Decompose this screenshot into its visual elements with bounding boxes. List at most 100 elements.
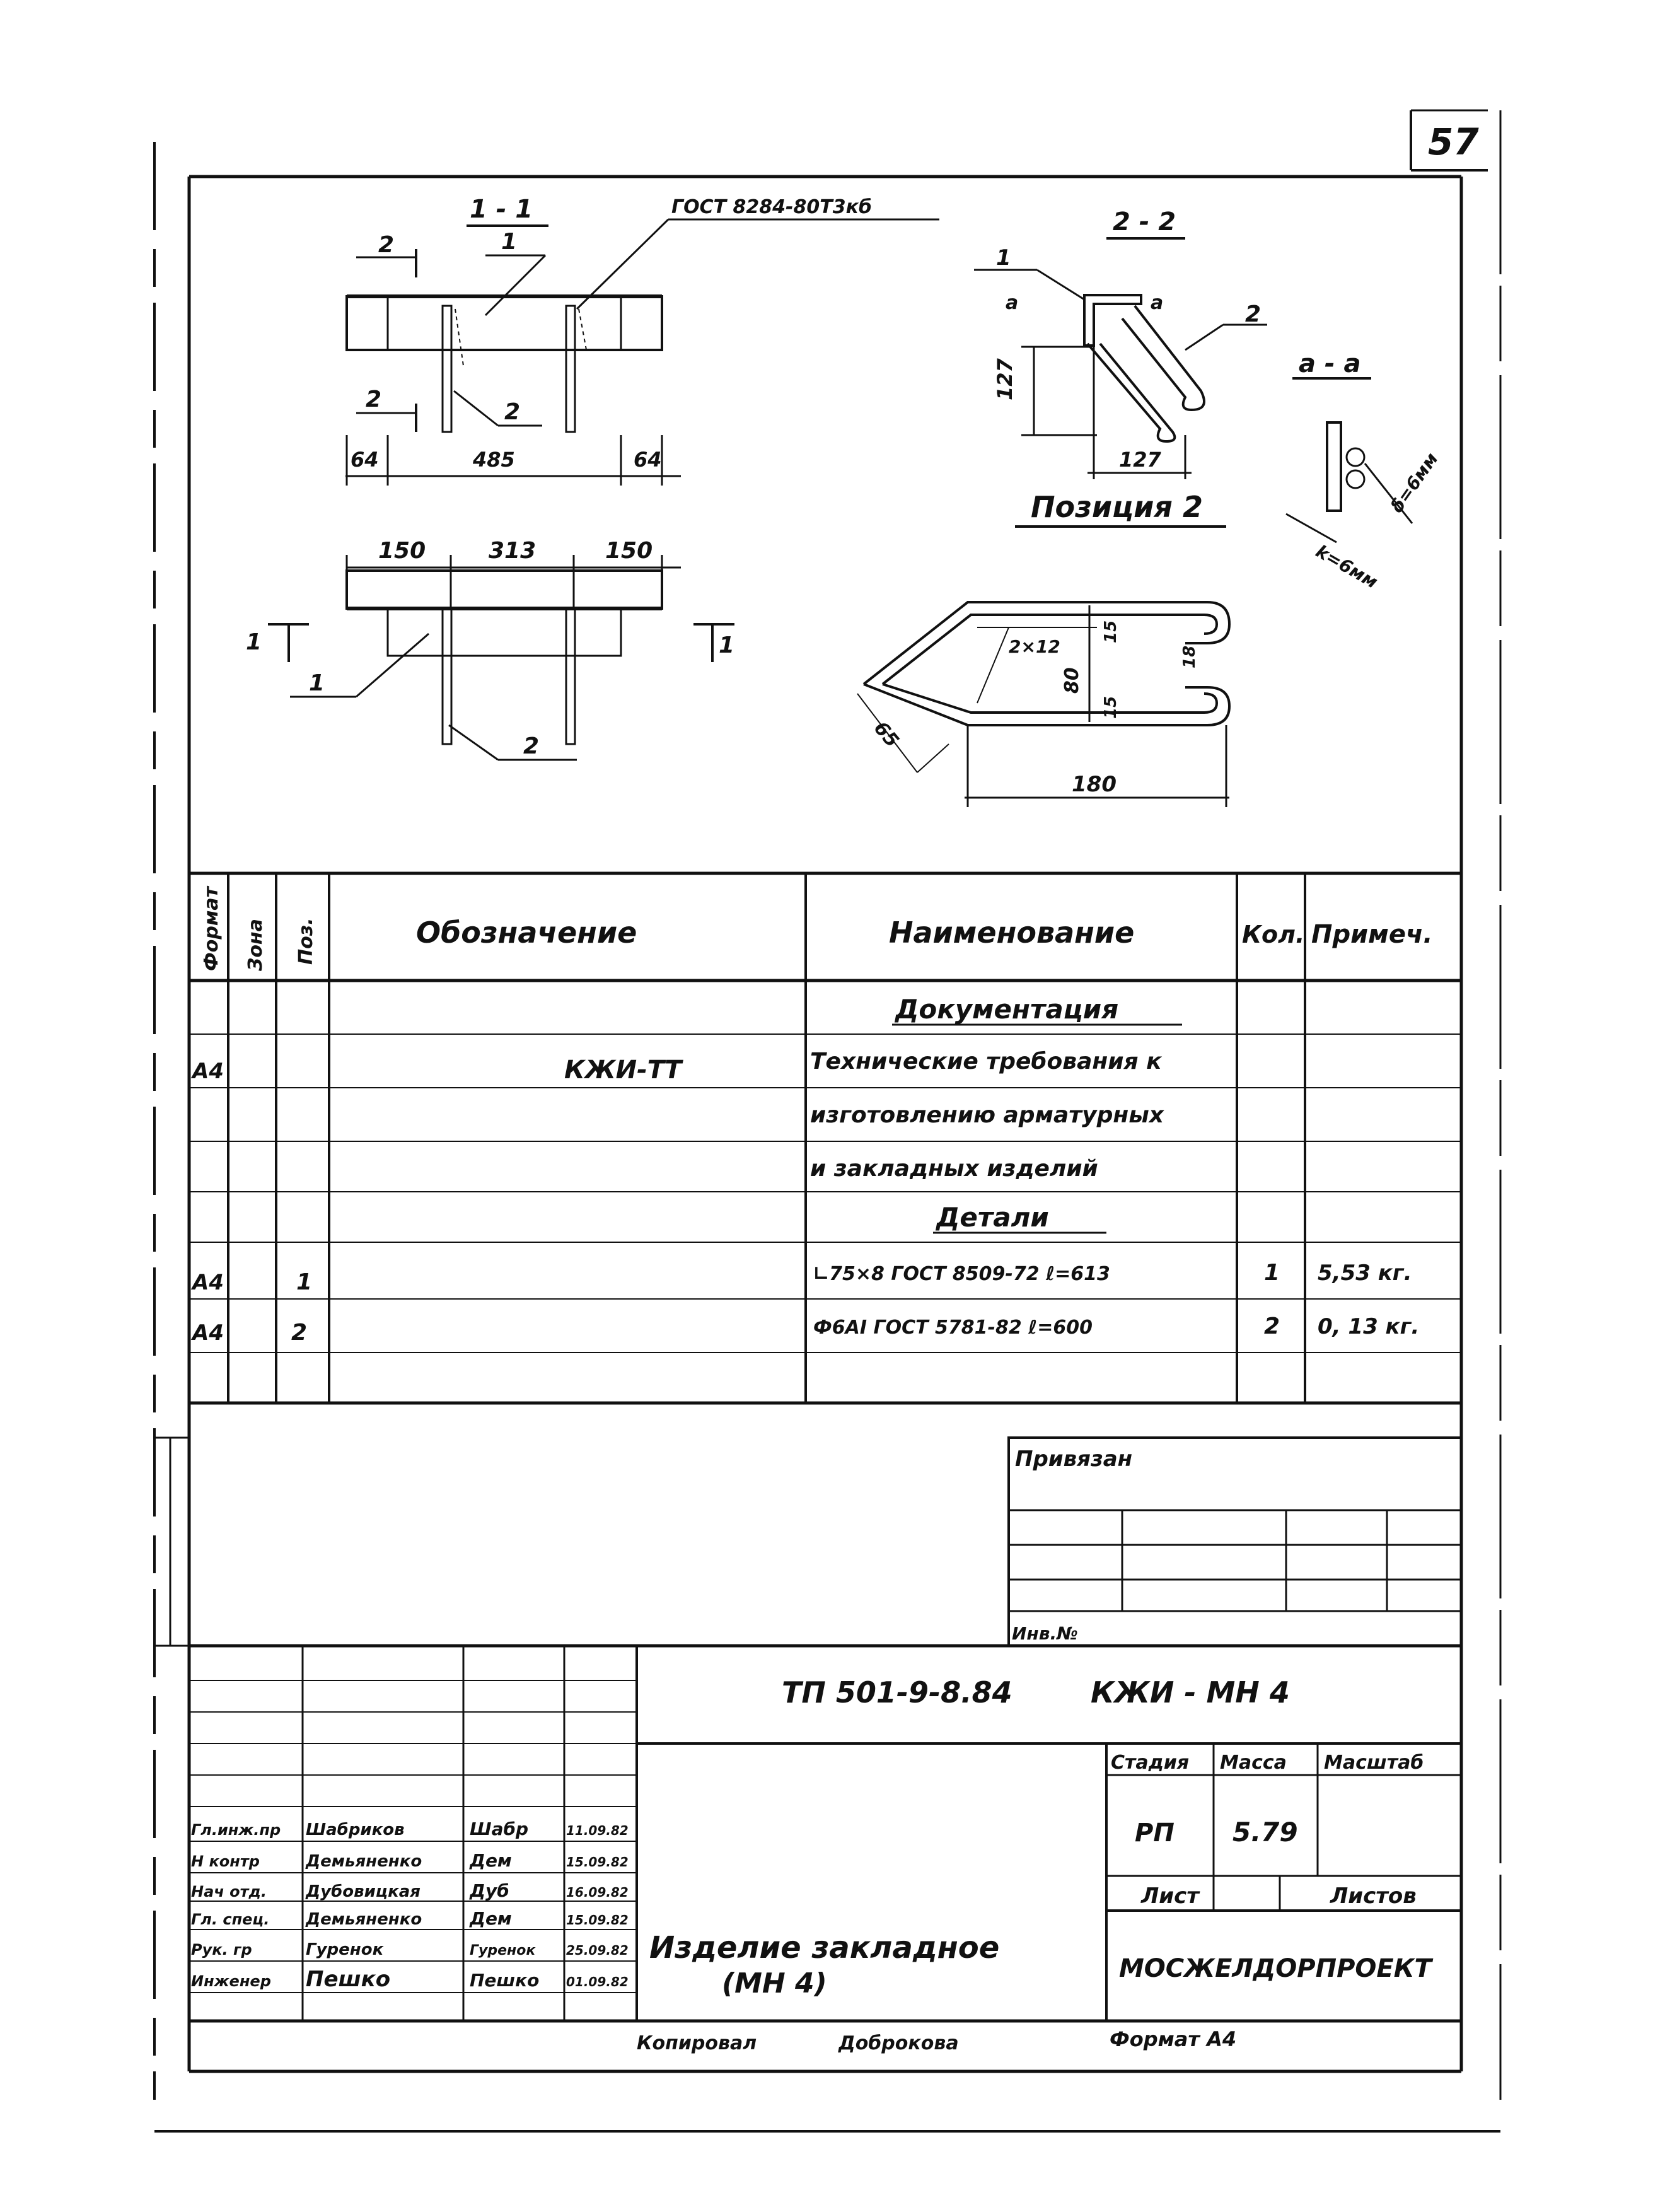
row1-qty: 1	[1264, 1260, 1280, 1286]
position-2-title: Позиция 2	[1031, 490, 1203, 524]
staff-date-4: 15.09.82	[566, 1912, 629, 1928]
cut-1-right: 1	[719, 632, 734, 658]
section-2-2-title: 2 - 2	[1113, 207, 1176, 236]
staff-date-6: 01.09.82	[566, 1974, 629, 1989]
cut-1-left: 1	[246, 629, 262, 655]
dim-delta: δ=6мм	[1386, 449, 1442, 516]
detail-aa-title: a - a	[1299, 349, 1360, 378]
staff-role-2: Н контр	[191, 1853, 260, 1870]
staff-sign-6: Пешко	[470, 1970, 539, 1991]
row2-note: 0, 13 кг.	[1318, 1314, 1419, 1339]
header-note: Примеч.	[1311, 920, 1433, 949]
gost-note: ГОСТ 8284-80Т3кб	[671, 196, 872, 218]
dim-150-right: 150	[605, 538, 652, 564]
staff-name-5: Гуренок	[306, 1940, 385, 1959]
detail-a-a: a - a δ=6мм k=6мм	[1285, 349, 1442, 593]
spec-table-header: Формат Зона Поз. Обозначение Наименовани…	[200, 885, 1433, 972]
staff-role-5: Рук. гр	[191, 1941, 252, 1959]
staff-role-4: Гл. спец.	[191, 1911, 269, 1928]
dim-313: 313	[489, 538, 536, 564]
dim-15-bottom: 15	[1101, 696, 1120, 719]
section-1-1: 1 - 1 ГОСТ 8284-80Т3кб 1 2 2 2 64 485	[345, 195, 939, 486]
doc-row-name-3: и закладных изделий	[810, 1156, 1098, 1182]
dim-15-top: 15	[1101, 620, 1120, 643]
staff-date-1: 11.09.82	[566, 1823, 629, 1838]
staff-role-3: Нач отд.	[191, 1883, 267, 1901]
section-1-1-title: 1 - 1	[470, 195, 533, 224]
dim-2x12: 2×12	[1009, 636, 1060, 657]
row1-name: ∟75×8 ГОСТ 8509-72 ℓ=613	[813, 1263, 1110, 1285]
row2-qty: 2	[1264, 1313, 1280, 1339]
staff-name-4: Демьяненко	[305, 1910, 422, 1929]
mass-header: Масса	[1220, 1752, 1287, 1774]
staff-date-3: 16.09.82	[566, 1885, 629, 1900]
dim-180: 180	[1072, 772, 1116, 797]
mass-value: 5.79	[1232, 1817, 1298, 1848]
staff-name-2: Демьяненко	[305, 1852, 422, 1871]
staff-role-1: Гл.инж.пр	[191, 1821, 281, 1839]
sheets-header: Листов	[1330, 1883, 1417, 1909]
dim-18: 18	[1180, 646, 1199, 668]
dim-127-horizontal: 127	[1119, 448, 1162, 472]
stage-header: Стадия	[1111, 1752, 1189, 1774]
staff-name-3: Дубовицкая	[305, 1882, 420, 1901]
header-pos: Поз.	[295, 917, 317, 965]
doc-row-name-2: изготовлению арматурных	[810, 1102, 1165, 1128]
plan-view: 150 313 150 1 1 1 2	[246, 538, 734, 761]
format-label: Формат А4	[1110, 2027, 1236, 2051]
staff-name-1: Шабриков	[306, 1820, 405, 1839]
spec-table-body: Документация А4 КЖИ-ТТ Технические требо…	[190, 994, 1419, 1346]
doc-row-designation: КЖИ-ТТ	[564, 1056, 683, 1085]
doc-row-name-1: Технические требования к	[810, 1049, 1163, 1074]
staff-name-6: Пешко	[306, 1967, 390, 1992]
cut-mark-2-bottom: 2	[366, 387, 381, 412]
s22-label-a-left: a	[1006, 292, 1018, 314]
staff-role-6: Инженер	[191, 1972, 271, 1990]
plan-label-2: 2	[523, 733, 539, 759]
staff-sign-3: Дуб	[469, 1880, 509, 1901]
label-pos1-top: 1	[501, 229, 517, 255]
staff-sign-4: Дем	[469, 1908, 512, 1929]
row2-format: А4	[190, 1320, 224, 1346]
organization: МОСЖЕЛДОРПРОЕКТ	[1119, 1954, 1433, 1983]
dim-485: 485	[472, 448, 515, 472]
staff-date-5: 25.09.82	[566, 1943, 629, 1958]
staff-sign-1: Шабр	[470, 1819, 528, 1839]
header-designation: Обозначение	[416, 916, 637, 950]
doc-row-format: А4	[190, 1059, 224, 1084]
title-block: ТП 501-9-8.84 КЖИ - МН 4 Стадия Масса Ма…	[189, 1644, 1461, 2054]
scale-header: Масштаб	[1324, 1752, 1424, 1774]
inner-frame	[187, 175, 1463, 2073]
header-name: Наименование	[889, 916, 1134, 950]
cut-mark-2-top: 2	[378, 232, 394, 258]
copied-name: Доброкова	[838, 2032, 959, 2054]
dim-k: k=6мм	[1313, 540, 1381, 592]
header-qty: Кол.	[1242, 921, 1304, 948]
label-pos2: 2	[504, 399, 520, 425]
s22-label-1: 1	[996, 245, 1011, 271]
position-2-detail: 2×12 80 15 18 15 65 180	[857, 601, 1231, 807]
staff-sign-2: Дем	[469, 1850, 512, 1871]
spec-table-grid	[189, 873, 1461, 1405]
header-format: Формат	[200, 885, 223, 971]
header-zone: Зона	[245, 919, 267, 972]
row2-pos: 2	[291, 1320, 307, 1346]
s22-label-a-right: a	[1151, 292, 1163, 314]
document-code: КЖИ - МН 4	[1091, 1675, 1290, 1709]
dim-64-right: 64	[634, 448, 662, 472]
copied-label: Копировал	[637, 2032, 757, 2054]
row1-format: А4	[190, 1270, 224, 1295]
s22-label-2: 2	[1245, 301, 1261, 327]
section-docs: Документация	[894, 994, 1118, 1025]
row1-pos: 1	[296, 1269, 312, 1295]
binding-title: Привязан	[1015, 1447, 1132, 1472]
dim-127-vertical: 127	[993, 358, 1017, 400]
item-name-line1: Изделие закладное	[649, 1930, 999, 1965]
dim-64-left: 64	[351, 448, 379, 472]
row2-name: Ф6АI ГОСТ 5781-82 ℓ=600	[813, 1317, 1093, 1339]
binding-block: Привязан Инв.№	[154, 1436, 1463, 1647]
binding-inv: Инв.№	[1012, 1623, 1078, 1644]
plan-label-1: 1	[309, 670, 325, 696]
